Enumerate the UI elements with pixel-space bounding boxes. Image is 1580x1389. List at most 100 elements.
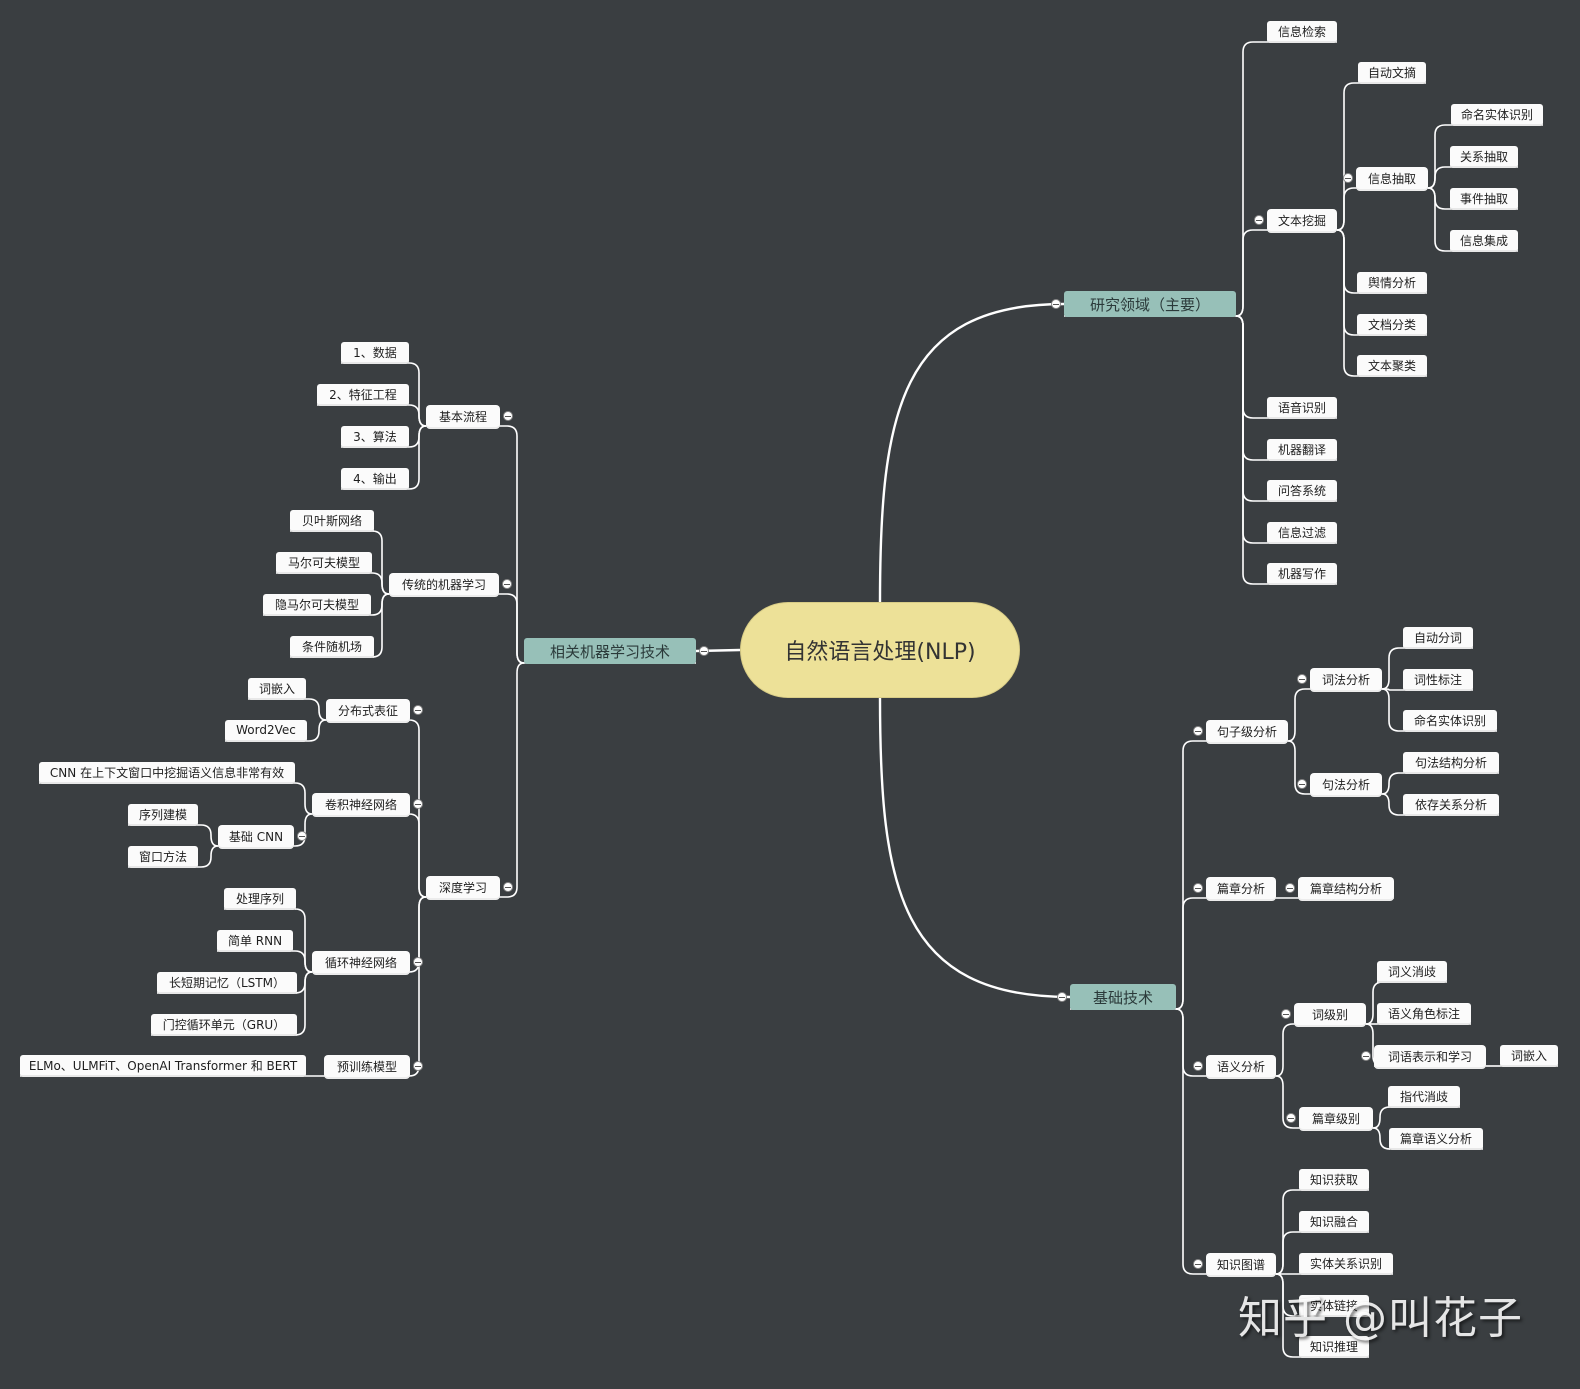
topic-node[interactable]: 深度学习 — [426, 876, 500, 898]
topic-node[interactable]: 循环神经网络 — [312, 951, 410, 973]
connector-line — [294, 813, 313, 847]
collapse-toggle-icon[interactable] — [1286, 1113, 1296, 1123]
topic-node[interactable]: 句子级分析 — [1206, 720, 1288, 742]
collapse-toggle-icon[interactable] — [413, 799, 423, 809]
topic-node[interactable]: 命名实体识别 — [1403, 710, 1497, 732]
topic-node[interactable]: 2、特征工程 — [317, 384, 409, 406]
topic-node[interactable]: 信息过滤 — [1267, 522, 1337, 544]
topic-node[interactable]: 词嵌入 — [248, 678, 306, 700]
topic-node[interactable]: 简单 RNN — [217, 930, 293, 952]
topic-node[interactable]: 基础 CNN — [218, 825, 294, 847]
topic-node[interactable]: 句法分析 — [1310, 773, 1382, 795]
collapse-toggle-icon[interactable] — [1193, 1061, 1203, 1071]
collapse-toggle-icon[interactable] — [1343, 173, 1353, 183]
collapse-toggle-icon[interactable] — [1281, 1009, 1291, 1019]
topic-node[interactable]: 分布式表征 — [326, 699, 410, 721]
topic-node[interactable]: 3、算法 — [341, 426, 409, 448]
topic-node[interactable]: 贝叶斯网络 — [290, 510, 374, 532]
collapse-toggle-icon[interactable] — [1297, 779, 1307, 789]
collapse-toggle-icon[interactable] — [1297, 674, 1307, 684]
topic-node[interactable]: 词级别 — [1294, 1003, 1366, 1025]
topic-node[interactable]: 事件抽取 — [1450, 188, 1518, 210]
collapse-toggle-icon[interactable] — [413, 1061, 423, 1071]
topic-node[interactable]: 序列建模 — [128, 804, 198, 826]
topic-node[interactable]: 马尔可夫模型 — [276, 552, 372, 574]
topic-node[interactable]: 知识获取 — [1299, 1169, 1369, 1191]
topic-node[interactable]: 实体关系识别 — [1299, 1253, 1393, 1275]
topic-node[interactable]: 窗口方法 — [128, 846, 198, 868]
topic-node[interactable]: 自动分词 — [1403, 627, 1473, 649]
collapse-toggle-icon[interactable] — [413, 957, 423, 967]
collapse-toggle-icon[interactable] — [503, 882, 513, 892]
topic-node[interactable]: 信息抽取 — [1356, 167, 1428, 189]
collapse-toggle-icon[interactable] — [1285, 883, 1295, 893]
collapse-toggle-icon[interactable] — [1254, 215, 1264, 225]
topic-node[interactable]: 词法分析 — [1310, 668, 1382, 690]
topic-node[interactable]: 实体链接 — [1299, 1295, 1369, 1317]
topic-node[interactable]: 隐马尔可夫模型 — [263, 594, 371, 616]
topic-node[interactable]: 篇章结构分析 — [1298, 877, 1394, 899]
topic-node[interactable]: 1、数据 — [341, 342, 409, 364]
collapse-toggle-icon[interactable] — [1057, 992, 1067, 1002]
connector-line — [371, 593, 390, 616]
collapse-toggle-icon[interactable] — [1361, 1051, 1371, 1061]
topic-node[interactable]: 基本流程 — [426, 405, 500, 427]
topic-node[interactable]: 文本挖掘 — [1267, 209, 1337, 231]
root-node[interactable]: 自然语言处理(NLP) — [740, 602, 1020, 698]
topic-node[interactable]: 信息集成 — [1450, 230, 1518, 252]
topic-node[interactable]: 知识图谱 — [1206, 1253, 1276, 1275]
topic-node[interactable]: 机器翻译 — [1267, 439, 1337, 461]
collapse-toggle-icon[interactable] — [413, 705, 423, 715]
topic-node[interactable]: 指代消歧 — [1388, 1086, 1460, 1108]
topic-node[interactable]: 句法结构分析 — [1403, 752, 1499, 774]
topic-node[interactable]: ELMo、ULMFiT、OpenAI Transformer 和 BERT — [20, 1055, 306, 1077]
collapse-toggle-icon[interactable] — [297, 831, 307, 841]
topic-node[interactable]: 条件随机场 — [290, 636, 374, 658]
topic-node[interactable]: 门控循环单元（GRU） — [151, 1014, 297, 1036]
collapse-toggle-icon[interactable] — [1193, 883, 1203, 893]
topic-node[interactable]: 篇章分析 — [1206, 877, 1276, 899]
topic-node[interactable]: 篇章级别 — [1299, 1107, 1373, 1129]
branch-node[interactable]: 相关机器学习技术 — [524, 638, 696, 664]
collapse-toggle-icon[interactable] — [503, 411, 513, 421]
topic-node[interactable]: 机器写作 — [1267, 563, 1337, 585]
topic-node[interactable]: 词义消歧 — [1377, 961, 1447, 983]
branch-node[interactable]: 研究领域（主要） — [1064, 291, 1236, 317]
collapse-toggle-icon[interactable] — [1193, 1259, 1203, 1269]
topic-node[interactable]: 词性标注 — [1403, 669, 1473, 691]
topic-node[interactable]: 语义分析 — [1206, 1055, 1276, 1077]
topic-node[interactable]: 自动文摘 — [1358, 62, 1426, 84]
topic-node[interactable]: Word2Vec — [225, 720, 307, 742]
topic-node[interactable]: 处理序列 — [224, 888, 296, 910]
topic-node[interactable]: 4、输出 — [341, 468, 409, 490]
topic-node[interactable]: 传统的机器学习 — [389, 573, 499, 595]
topic-node[interactable]: 舆情分析 — [1357, 272, 1427, 294]
topic-node[interactable]: 依存关系分析 — [1403, 794, 1499, 816]
topic-node[interactable]: 知识推理 — [1299, 1336, 1369, 1358]
collapse-toggle-icon[interactable] — [1051, 299, 1061, 309]
branch-node[interactable]: 基础技术 — [1070, 984, 1176, 1010]
topic-node[interactable]: 文档分类 — [1357, 314, 1427, 336]
topic-node[interactable]: 关系抽取 — [1450, 146, 1518, 168]
collapse-toggle-icon[interactable] — [1193, 726, 1203, 736]
topic-node[interactable]: 词语表示和学习 — [1374, 1045, 1486, 1067]
topic-node[interactable]: CNN 在上下文窗口中挖掘语义信息非常有效 — [39, 762, 295, 784]
topic-node[interactable]: 问答系统 — [1267, 480, 1337, 502]
topic-node[interactable]: 命名实体识别 — [1451, 104, 1543, 126]
topic-node[interactable]: 信息检索 — [1267, 21, 1337, 43]
connector-line — [306, 698, 327, 721]
collapse-toggle-icon[interactable] — [699, 646, 709, 656]
topic-node[interactable]: 长短期记忆（LSTM） — [157, 972, 297, 994]
collapse-toggle-icon[interactable] — [502, 579, 512, 589]
topic-node[interactable]: 语音识别 — [1267, 397, 1337, 419]
topic-node[interactable]: 词嵌入 — [1500, 1045, 1558, 1067]
topic-node[interactable]: 知识融合 — [1299, 1211, 1369, 1233]
topic-node[interactable]: 语义角色标注 — [1377, 1003, 1471, 1025]
connector-line — [198, 845, 219, 868]
connector-line — [1372, 1127, 1391, 1150]
topic-node[interactable]: 篇章语义分析 — [1389, 1128, 1483, 1150]
topic-node[interactable]: 预训练模型 — [324, 1055, 410, 1077]
topic-node[interactable]: 文本聚类 — [1357, 355, 1427, 377]
topic-node[interactable]: 卷积神经网络 — [312, 793, 410, 815]
